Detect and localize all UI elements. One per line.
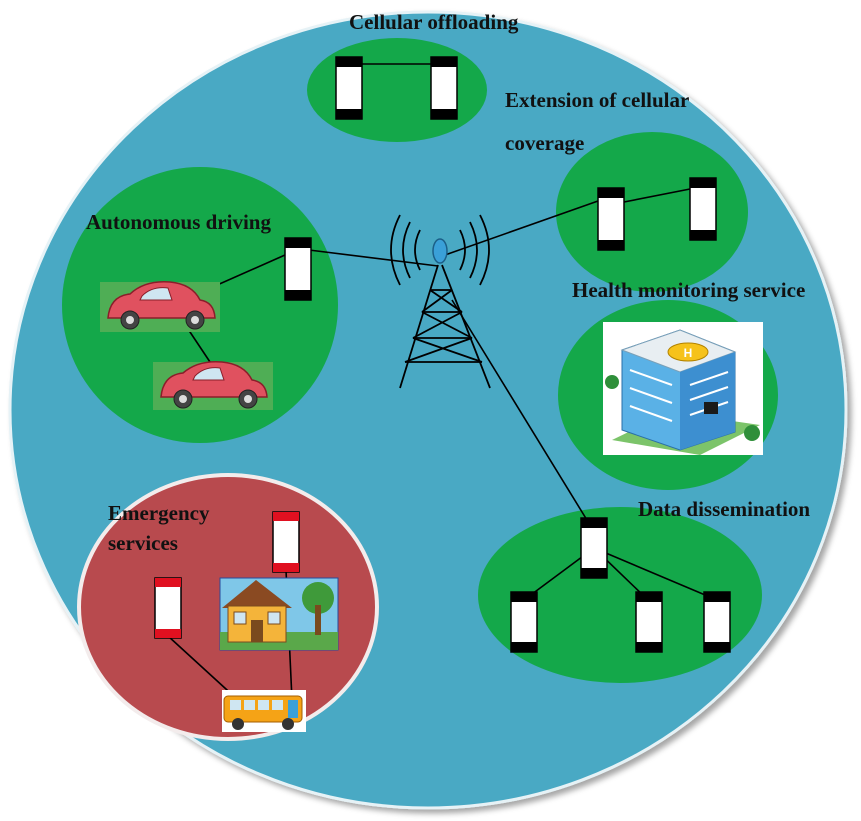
cell-tower-icon bbox=[390, 214, 491, 389]
link-ext-devices bbox=[623, 188, 691, 203]
school-bus-icon bbox=[222, 690, 306, 732]
label-extension-line2: coverage bbox=[505, 131, 584, 155]
zone-data-dissemination bbox=[478, 507, 762, 683]
emergency-device-icon bbox=[154, 577, 182, 639]
label-emergency-line1: Emergency bbox=[108, 501, 210, 525]
mobile-device-icon bbox=[580, 517, 608, 579]
zone-extension-coverage bbox=[556, 132, 748, 292]
link-emerg-dev-bus bbox=[167, 635, 239, 701]
label-health-monitoring: Health monitoring service bbox=[572, 278, 805, 302]
mobile-device-icon bbox=[510, 591, 538, 653]
label-data-dissemination: Data dissemination bbox=[638, 497, 810, 521]
label-autonomous-driving: Autonomous driving bbox=[86, 210, 271, 234]
label-cellular-offloading: Cellular offloading bbox=[349, 10, 519, 34]
link-hub-dev3 bbox=[593, 547, 718, 601]
mobile-device-icon bbox=[430, 56, 458, 120]
house-icon bbox=[219, 577, 339, 651]
mobile-device-icon bbox=[689, 177, 717, 241]
mobile-device-icon bbox=[635, 591, 663, 653]
label-extension-line1: Extension of cellular bbox=[505, 88, 689, 112]
car-icon bbox=[100, 281, 220, 332]
car-icon bbox=[153, 360, 273, 410]
mobile-device-icon bbox=[335, 56, 363, 120]
mobile-device-icon bbox=[703, 591, 731, 653]
link-tower-extension bbox=[444, 200, 599, 256]
label-emergency-line2: services bbox=[108, 531, 178, 555]
link-tower-dissemination bbox=[451, 299, 591, 526]
svg-text:H: H bbox=[684, 346, 693, 360]
zone-cellular-offloading bbox=[307, 38, 487, 142]
hospital-icon: H bbox=[603, 322, 763, 455]
mobile-device-icon bbox=[597, 187, 625, 251]
emergency-device-icon bbox=[272, 511, 300, 573]
mobile-device-icon bbox=[284, 237, 312, 301]
